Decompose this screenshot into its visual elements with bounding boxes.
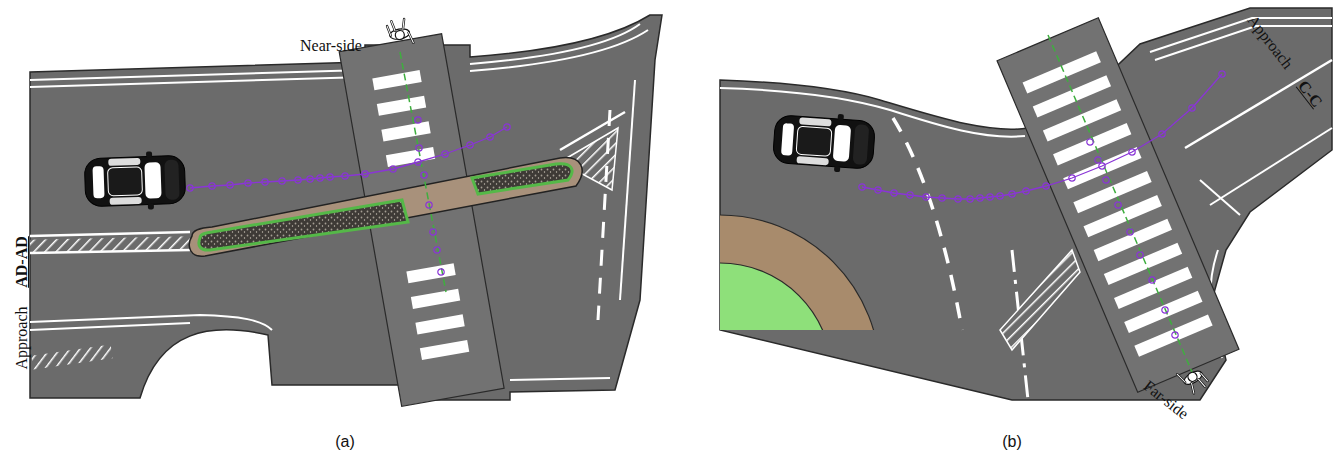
pedestrian-icon (386, 18, 413, 47)
hatched-area (30, 236, 190, 252)
crosswalk-pad (997, 18, 1239, 392)
lane-dashes (893, 118, 962, 330)
approach-id: C-C (1295, 78, 1325, 110)
curb-line (470, 30, 648, 71)
panel-a (30, 15, 662, 406)
pedestrian-path (1048, 35, 1192, 372)
roundabout-island (720, 263, 832, 330)
lane-line (30, 250, 190, 253)
crosswalk (997, 18, 1239, 392)
planted-area (472, 164, 572, 194)
lane-dashes (598, 110, 610, 320)
vehicle-trajectory (862, 74, 1222, 199)
approach-id: AD-AD (14, 236, 30, 288)
roundabout-apron (720, 215, 880, 330)
pedestrian-trajectory (400, 52, 441, 272)
curb-line (1150, 18, 1332, 52)
panel-label: (a) (335, 434, 355, 450)
zebra-stripe (420, 340, 469, 360)
curb-line (620, 80, 635, 300)
zebra-stripe (381, 121, 430, 141)
planted-area (199, 200, 408, 250)
vehicle-trajectory (190, 127, 507, 188)
hatched-area (1000, 250, 1080, 350)
lane-line (1200, 180, 1240, 215)
approach-label: Approach (14, 306, 30, 369)
curb-line (30, 77, 365, 87)
zebra-stripe (411, 289, 460, 309)
curb-line (150, 341, 265, 396)
panel-label: (b) (1002, 434, 1022, 450)
curb-line (1155, 26, 1332, 60)
car-icon (772, 110, 876, 175)
zebra-stripe (406, 263, 455, 283)
lane-line (1185, 60, 1332, 148)
hatched-area (31, 345, 112, 370)
pedestrian-path (400, 52, 446, 292)
panel-b (560, 8, 1332, 461)
lane-line (1210, 128, 1332, 205)
view-label: Far-side (1141, 378, 1192, 423)
zebra-stripe (377, 96, 426, 116)
lane-line (30, 232, 190, 236)
zebra-stripe (415, 314, 464, 334)
roundabout (720, 215, 880, 330)
pedestrian-icon (1177, 363, 1209, 396)
curb-line (30, 323, 190, 330)
zebra-stripe (372, 70, 421, 90)
car-icon (84, 150, 186, 211)
curb-line (30, 315, 272, 330)
approach-label: Approach (1244, 12, 1295, 72)
view-label: Near-side (300, 38, 362, 54)
median-island (189, 158, 582, 257)
curb-line (470, 24, 640, 64)
pedestrian-trajectory (1048, 35, 1175, 335)
zebra-stripe (1134, 315, 1212, 357)
road-surface (720, 8, 1332, 400)
curb-line (510, 378, 610, 380)
